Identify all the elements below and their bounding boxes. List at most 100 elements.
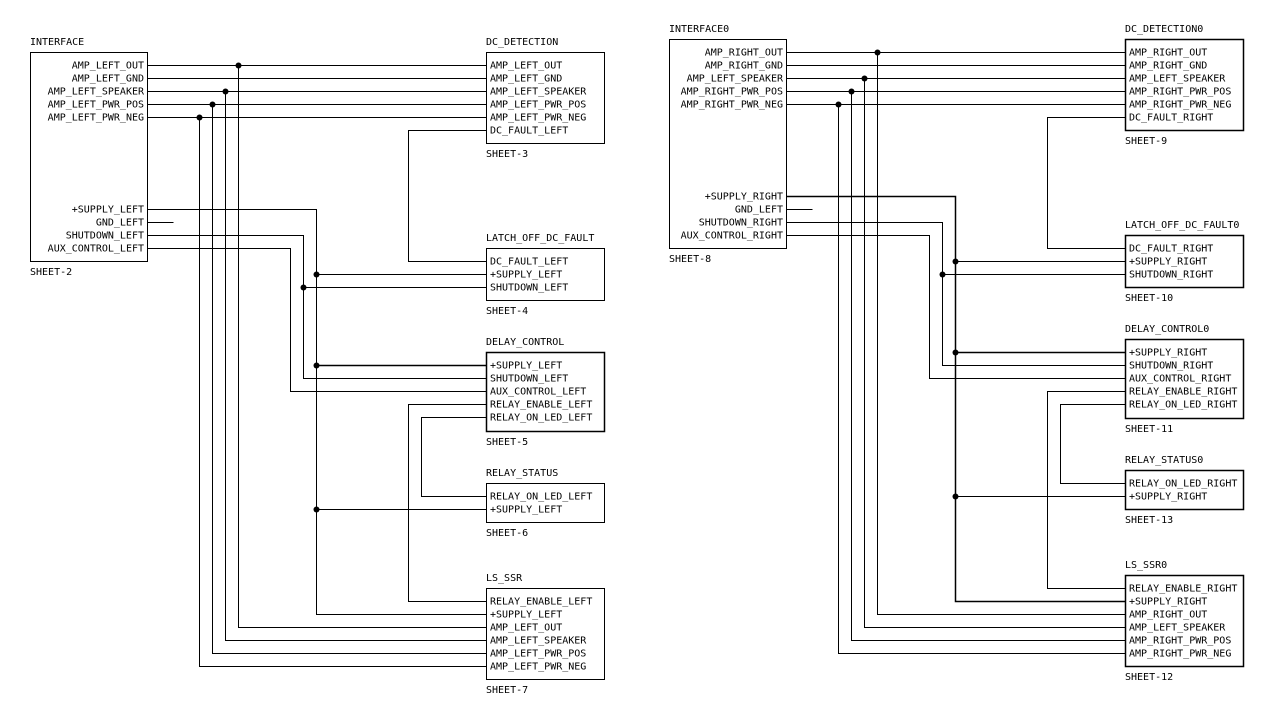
junction-dot xyxy=(313,362,320,369)
junction-dot xyxy=(235,62,242,69)
pin-label-amp-right-gnd: AMP_RIGHT_GND xyxy=(705,61,783,72)
pin-label-amp-right-out: AMP_RIGHT_OUT xyxy=(1129,48,1207,59)
wire-amp-right-out xyxy=(877,52,1126,615)
wire-amp-right-pwr-pos xyxy=(851,91,1126,641)
sheet-latch-off-dc-fault0[interactable]: LATCH_OFF_DC_FAULT0SHEET-10DC_FAULT_RIGH… xyxy=(1124,220,1245,304)
pin-label-relay-enable-left: RELAY_ENABLE_LEFT xyxy=(490,597,592,608)
pin-label-shutdown-right: SHUTDOWN_RIGHT xyxy=(1129,361,1213,372)
sheet-border xyxy=(1124,234,1245,289)
pin-label-shutdown-right: SHUTDOWN_RIGHT xyxy=(1129,270,1213,281)
pin-label-shutdown-left: SHUTDOWN_LEFT xyxy=(66,231,144,242)
wire-shutdown-right xyxy=(786,222,1126,366)
sheet-dc-detection[interactable]: DC_DETECTION SHEET-3 AMP_LEFT_OUT AMP_LEFT_… xyxy=(486,37,605,160)
pin-label-relay-on-led-right: RELAY_ON_LED_RIGHT xyxy=(1129,479,1237,490)
sheet-relay-status0[interactable]: RELAY_STATUS0SHEET-13RELAY_ON_LED_RIGHT+… xyxy=(1124,455,1245,526)
pin-label-amp-left-gnd: AMP_LEFT_GND xyxy=(490,74,562,85)
pin-label-amp-left-speaker: AMP_LEFT_SPEAKER xyxy=(1129,74,1226,85)
wire-supply-right xyxy=(786,195,1126,603)
junction-dot xyxy=(874,49,881,56)
sheet-title: LATCH_OFF_DC_FAULT xyxy=(486,233,594,244)
wire-relay-enable-left xyxy=(408,404,487,602)
pin-label-amp-right-pwr-neg: AMP_RIGHT_PWR_NEG xyxy=(681,100,783,111)
pin-label-amp-left-pwr-neg: AMP_LEFT_PWR_NEG xyxy=(490,662,586,673)
sheet-title: LATCH_OFF_DC_FAULT0 xyxy=(1125,220,1239,231)
pin-label-aux-control-left: AUX_CONTROL_LEFT xyxy=(490,387,586,398)
wire-amp-left-speaker xyxy=(225,91,487,641)
sheet-title: INTERFACE0 xyxy=(669,24,729,35)
junction-dot xyxy=(952,349,959,356)
pin-label-amp-left-pwr-pos: AMP_LEFT_PWR_POS xyxy=(48,100,144,111)
wire-amp-right-pwr-neg xyxy=(838,104,1126,654)
junction-dot xyxy=(313,271,320,278)
sheet-interface0[interactable]: INTERFACE0SHEET-8AMP_RIGHT_OUTAMP_RIGHT_… xyxy=(669,24,787,265)
pin-label-amp-left-speaker: AMP_LEFT_SPEAKER xyxy=(490,87,587,98)
junction-dot xyxy=(952,493,959,500)
sheet-dc-detection0[interactable]: DC_DETECTION0SHEET-9AMP_RIGHT_OUTAMP_RIG… xyxy=(1124,24,1245,147)
sheet-number-label: SHEET-11 xyxy=(1125,424,1173,435)
wire-aux-control-right xyxy=(786,235,1126,379)
pin-label-amp-right-pwr-neg: AMP_RIGHT_PWR_NEG xyxy=(1129,100,1231,111)
pin-label-amp-left-pwr-neg: AMP_LEFT_PWR_NEG xyxy=(490,113,586,124)
sheet-interface[interactable]: INTERFACESHEET-2AMP_LEFT_OUTAMP_LEFT_GND… xyxy=(30,37,148,278)
sheet-border xyxy=(30,52,148,262)
wire-amp-left-out xyxy=(238,65,487,628)
junction-dot xyxy=(835,101,842,108)
pin-label-plus-supply-right: +SUPPLY_RIGHT xyxy=(1129,597,1207,608)
pin-label-plus-supply-left: +SUPPLY_LEFT xyxy=(490,270,562,281)
pin-label-dc-fault-right: DC_FAULT_RIGHT xyxy=(1129,113,1213,124)
pin-label-amp-left-pwr-pos: AMP_LEFT_PWR_POS xyxy=(490,100,586,111)
wire-dc-fault-left xyxy=(408,130,487,262)
sheet-border xyxy=(1124,469,1245,511)
wire-relay-enable-right xyxy=(1047,391,1126,589)
junction-dot xyxy=(952,258,959,265)
junctions xyxy=(196,49,959,513)
pin-label-relay-on-led-right: RELAY_ON_LED_RIGHT xyxy=(1129,400,1237,411)
sheet-title: DC_DETECTION0 xyxy=(1125,24,1203,35)
pin-label-relay-on-led-left: RELAY_ON_LED_LEFT xyxy=(490,492,592,503)
sheet-title: DC_DETECTION xyxy=(486,37,558,48)
pin-label-amp-right-out: AMP_RIGHT_OUT xyxy=(705,48,783,59)
sheet-relay-status[interactable]: RELAY_STATUSSHEET-6RELAY_ON_LED_LEFT+SUP… xyxy=(486,468,605,539)
sheet-number-label: SHEET-13 xyxy=(1125,515,1173,526)
sheet-ls-ssr0[interactable]: LS_SSR0SHEET-12RELAY_ENABLE_RIGHT+SUPPLY… xyxy=(1124,560,1245,683)
pin-label-amp-left-out: AMP_LEFT_OUT xyxy=(72,61,144,72)
sheet-border xyxy=(1124,574,1245,668)
sheet-border xyxy=(486,248,605,301)
pin-label-plus-supply-left: +SUPPLY_LEFT xyxy=(72,205,144,216)
sheet-number-label: SHEET-6 xyxy=(486,528,528,539)
pin-label-amp-right-pwr-pos: AMP_RIGHT_PWR_POS xyxy=(1129,87,1231,98)
sheet-number-label: SHEET-5 xyxy=(486,437,528,448)
junction-dot xyxy=(196,114,203,121)
pin-label-relay-enable-right: RELAY_ENABLE_RIGHT xyxy=(1129,584,1237,595)
sheet-ls-ssr[interactable]: LS_SSRSHEET-7RELAY_ENABLE_LEFT+SUPPLY_LE… xyxy=(486,573,605,696)
pin-label-aux-control-left: AUX_CONTROL_LEFT xyxy=(48,244,144,255)
pin-label-amp-right-pwr-neg: AMP_RIGHT_PWR_NEG xyxy=(1129,649,1231,660)
sheet-border xyxy=(485,351,606,433)
pin-label-shutdown-left: SHUTDOWN_LEFT xyxy=(490,374,568,385)
pin-label-plus-supply-right: +SUPPLY_RIGHT xyxy=(1129,257,1207,268)
pin-label-amp-right-pwr-pos: AMP_RIGHT_PWR_POS xyxy=(1129,636,1231,647)
sheet-number-label: SHEET-4 xyxy=(486,306,528,317)
wire-relay-on-led-right xyxy=(1060,404,1126,484)
sheet-number-label: SHEET-3 xyxy=(486,149,528,160)
sheet-border xyxy=(1124,338,1245,420)
sheet-number-label: SHEET-2 xyxy=(30,267,72,278)
sheet-delay-control0[interactable]: DELAY_CONTROL0SHEET-11+SUPPLY_RIGHTSHUTD… xyxy=(1124,324,1245,435)
sheet-title: RELAY_STATUS0 xyxy=(1125,455,1203,466)
pin-label-shutdown-right: SHUTDOWN_RIGHT xyxy=(699,218,783,229)
junction-dot xyxy=(313,506,320,513)
pin-label-plus-supply-left: +SUPPLY_LEFT xyxy=(490,505,562,516)
wire-relay-on-led-left xyxy=(421,417,487,497)
pin-label-amp-left-out: AMP_LEFT_OUT xyxy=(490,61,562,72)
pin-label-gnd-left: GND_LEFT xyxy=(735,205,783,216)
pin-label-amp-left-gnd: AMP_LEFT_GND xyxy=(72,74,144,85)
pin-label-amp-left-pwr-neg: AMP_LEFT_PWR_NEG xyxy=(48,113,144,124)
pin-label-relay-enable-right: RELAY_ENABLE_RIGHT xyxy=(1129,387,1237,398)
wire-aux-control-left xyxy=(147,248,487,392)
wire-amp-left-pwr-neg xyxy=(199,117,487,667)
junction-dot xyxy=(848,88,855,95)
sheet-delay-control[interactable]: DELAY_CONTROLSHEET-5+SUPPLY_LEFTSHUTDOWN… xyxy=(485,337,606,448)
sheet-latch-off-dc-fault[interactable]: LATCH_OFF_DC_FAULTSHEET-4DC_FAULT_LEFT+S… xyxy=(486,233,605,317)
wire-supply-left xyxy=(147,209,487,615)
pin-label-amp-right-gnd: AMP_RIGHT_GND xyxy=(1129,61,1207,72)
